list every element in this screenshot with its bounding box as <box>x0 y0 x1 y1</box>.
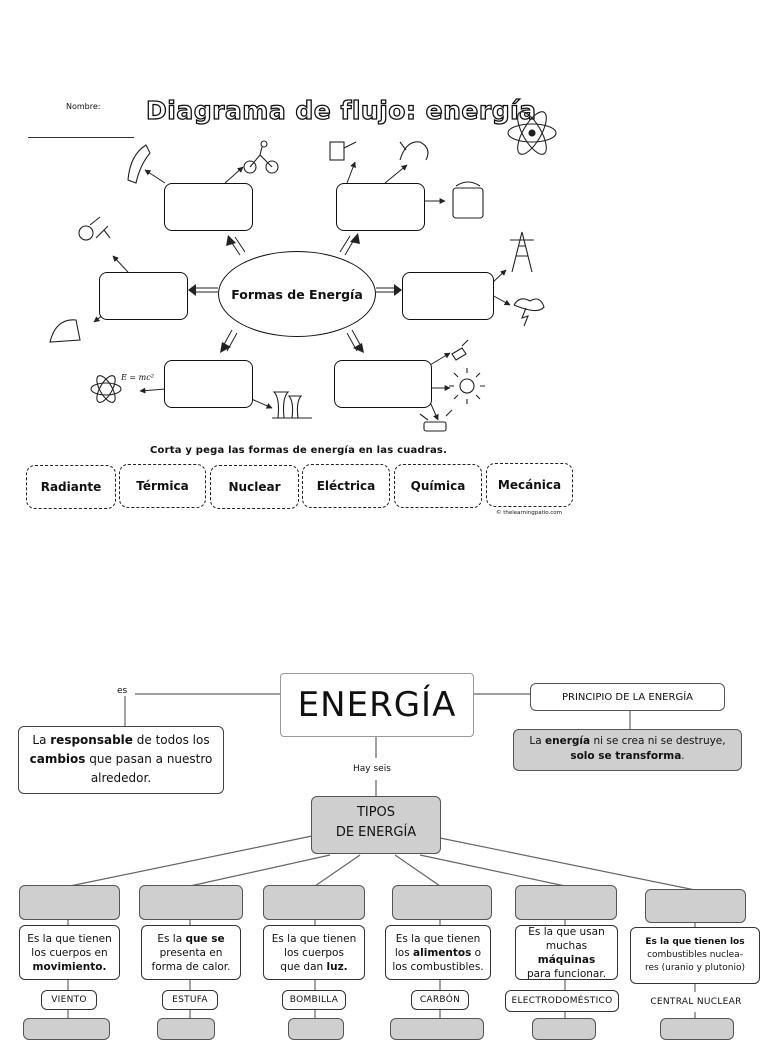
definition-line-2: cambios que pasan a nuestro <box>29 752 213 766</box>
worksheet-box-top-left[interactable] <box>164 183 253 231</box>
worksheet-box-top-right[interactable] <box>336 183 425 231</box>
example-electrodomestico: ELECTRODOMÉSTICO <box>505 990 619 1012</box>
cropped-box-1 <box>23 1018 110 1040</box>
card-termica[interactable]: Térmica <box>119 464 206 508</box>
definition-line-1: La responsable de todos los <box>32 733 210 747</box>
tipos-energia-box: TIPOS DE ENERGÍA <box>311 796 441 854</box>
cropped-box-3 <box>288 1018 344 1040</box>
energia-title-box: ENERGÍA <box>280 673 474 737</box>
tipos-line-2: DE ENERGÍA <box>335 825 417 840</box>
example-bombilla: BOMBILLA <box>282 990 346 1010</box>
example-viento: VIENTO <box>41 990 97 1010</box>
definition-box: La responsable de todos los cambios que … <box>18 726 224 794</box>
definition-line-3: alrededor. <box>90 771 152 785</box>
cut-paste-instruction: Corta y pega las formas de energía en la… <box>150 445 448 456</box>
worksheet-box-mid-right[interactable] <box>402 272 494 320</box>
type-box-2[interactable] <box>139 885 243 920</box>
worksheet-box-bottom-left[interactable] <box>164 360 253 408</box>
worksheet-box-bottom-right[interactable] <box>334 360 432 408</box>
tipos-line-1: TIPOS <box>356 805 396 820</box>
example-carbon: CARBÓN <box>411 990 469 1010</box>
card-radiante[interactable]: Radiante <box>26 465 116 509</box>
principle-title: PRINCIPIO DE LA ENERGÍA <box>562 691 693 703</box>
cropped-box-4 <box>390 1018 484 1040</box>
card-quimica[interactable]: Química <box>394 464 482 508</box>
name-label: Nombre: <box>66 102 101 111</box>
example-estufa: ESTUFA <box>162 990 218 1010</box>
type-box-1[interactable] <box>19 885 120 920</box>
principle-box: La energía ni se crea ni se destruye, so… <box>513 729 742 771</box>
principle-line-1: La energía ni se crea ni se destruye, <box>529 735 726 747</box>
card-mecanica[interactable]: Mecánica <box>486 463 573 507</box>
card-electrica[interactable]: Eléctrica <box>302 464 390 508</box>
desc-box-5: Es la que usan muchas máquinas para func… <box>515 925 618 980</box>
card-nuclear[interactable]: Nuclear <box>210 465 299 509</box>
worksheet-credit: © thelearningpatio.com <box>496 510 563 516</box>
desc-box-3: Es la que tienen los cuerpos que dan luz… <box>263 925 365 980</box>
type-box-4[interactable] <box>392 885 492 920</box>
desc-box-4: Es la que tienen los alimentos o los com… <box>385 925 491 980</box>
cropped-box-2 <box>157 1018 215 1040</box>
left-connector-label: es <box>115 686 130 696</box>
principle-line-2: solo se transforma. <box>570 750 685 762</box>
principle-title-box: PRINCIPIO DE LA ENERGÍA <box>530 683 725 711</box>
name-line <box>28 137 134 138</box>
example-central-nuclear: CENTRAL NUCLEAR <box>644 992 748 1012</box>
type-box-3[interactable] <box>263 885 365 920</box>
cropped-box-5 <box>532 1018 596 1040</box>
worksheet-title: Diagrama de flujo: energía <box>145 95 537 125</box>
desc-box-6: Es la que tienen los combustibles nuclea… <box>630 927 760 984</box>
center-ellipse: Formas de Energía <box>218 251 376 337</box>
type-box-6[interactable] <box>645 889 746 923</box>
hay-seis-label: Hay seis <box>353 764 391 774</box>
desc-box-2: Es la que se presenta en forma de calor. <box>141 925 241 980</box>
center-label: Formas de Energía <box>231 286 363 302</box>
cropped-box-6 <box>660 1018 734 1040</box>
type-box-5[interactable] <box>515 885 617 920</box>
equation-label: E = mc² <box>121 373 154 382</box>
worksheet-box-mid-left[interactable] <box>99 272 188 320</box>
desc-box-1: Es la que tienen los cuerpos en movimien… <box>19 925 120 980</box>
energia-title: ENERGÍA <box>297 685 457 725</box>
